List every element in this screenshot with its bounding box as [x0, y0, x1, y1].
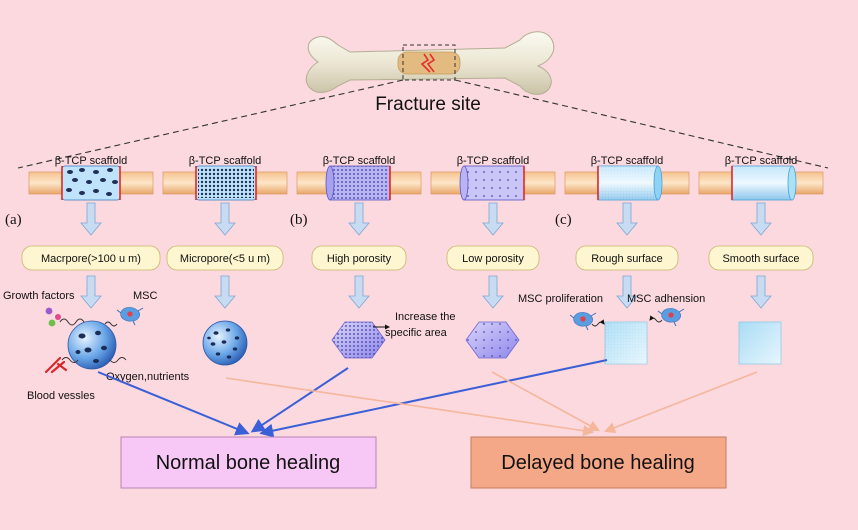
signal-wave-icon: [104, 321, 118, 327]
down-arrow-icon: [214, 275, 236, 309]
outcome-arrows: [97, 359, 758, 438]
signal-wave-icon: [109, 357, 127, 363]
property-pill-low-porosity: Low porosity: [446, 245, 540, 271]
scaffold-smooth-surface: [698, 165, 824, 201]
down-arrow-icon: [348, 202, 370, 236]
signal-wave-icon: [649, 315, 663, 323]
increase-area-label-line2: specific area: [385, 327, 448, 339]
scaffold-label-4: β-TCP scaffold: [457, 155, 530, 167]
arrow-rough-to-normal: [259, 359, 608, 438]
normal-bone-healing-box: Normal bone healing: [120, 436, 377, 489]
scaffold-high-porosity: [296, 165, 422, 201]
msc-label: MSC: [133, 290, 158, 302]
dashed-guide-right: [454, 79, 829, 169]
fracture-crack-icon: [420, 53, 431, 73]
property-pill-smooth-surface: Smooth surface: [708, 245, 814, 271]
growth-factor-molecule-icon: [48, 319, 56, 327]
delayed-bone-healing-box: Delayed bone healing: [470, 436, 727, 489]
scaffold-rough-surface: [564, 165, 690, 201]
down-arrow-icon: [348, 275, 370, 309]
panel-label-c: (c): [555, 212, 572, 228]
scaffold-micropore: [162, 165, 288, 201]
dashed-guide-left: [17, 79, 404, 169]
low-porosity-hexagon-icon: [465, 321, 520, 359]
svg-text:Micropore(<5 u m): Micropore(<5 u m): [180, 253, 270, 265]
property-pill-micropore: Micropore(<5 u m): [166, 245, 284, 271]
scaffold-label-1: β-TCP scaffold: [55, 155, 128, 167]
msc-cell-icon: [116, 306, 144, 326]
scaffold-label-3: β-TCP scaffold: [323, 155, 396, 167]
arrow-high-porosity-to-normal: [250, 367, 349, 433]
svg-text:High porosity: High porosity: [327, 253, 392, 265]
normal-bone-healing-label: Normal bone healing: [156, 452, 341, 474]
msc-proliferation-label: MSC proliferation: [518, 293, 603, 305]
arrow-macropore-to-normal: [97, 371, 250, 436]
smooth-surface-square-icon: [738, 321, 782, 365]
growth-factor-molecule-icon: [45, 307, 53, 315]
blood-vessel-icon: [44, 356, 79, 374]
down-arrow-icon: [214, 202, 236, 236]
msc-cell-icon: [569, 311, 597, 331]
panel-label-b: (b): [290, 212, 308, 228]
micropore-sphere-icon: [202, 320, 248, 366]
rough-surface-square-icon: [604, 321, 648, 365]
oxygen-nutrients-label: Oxygen,nutrients: [106, 371, 190, 383]
property-pill-high-porosity: High porosity: [311, 245, 407, 271]
down-arrow-icon: [80, 275, 102, 309]
scaffold-label-6: β-TCP scaffold: [725, 155, 798, 167]
fracture-site-label: Fracture site: [375, 94, 481, 115]
growth-factor-molecule-icon: [55, 314, 61, 320]
scaffold-macropore: [28, 165, 154, 201]
msc-cell-icon: [657, 307, 685, 327]
macropore-sphere-icon: [67, 320, 117, 370]
delayed-bone-healing-label: Delayed bone healing: [501, 452, 695, 474]
signal-wave-icon: [59, 318, 85, 326]
svg-text:Macrpore(>100 u m): Macrpore(>100 u m): [41, 253, 141, 265]
down-arrow-icon: [80, 202, 102, 236]
down-arrow-icon: [750, 202, 772, 236]
signal-wave-icon: [591, 319, 605, 327]
growth-factors-label: Growth factors: [3, 290, 75, 302]
svg-text:Rough surface: Rough surface: [591, 253, 663, 265]
fracture-selection-box: [402, 44, 456, 81]
panel-label-a: (a): [5, 212, 22, 228]
down-arrow-icon: [482, 202, 504, 236]
down-arrow-icon: [482, 275, 504, 309]
property-pill-macropore: Macrpore(>100 u m): [21, 245, 161, 271]
property-pill-rough-surface: Rough surface: [575, 245, 679, 271]
arrow-smooth-to-delayed: [603, 371, 758, 433]
bone-illustration: [305, 31, 555, 95]
arrow-micropore-to-delayed: [225, 377, 595, 437]
blood-vessels-label: Blood vessles: [27, 390, 95, 402]
arrow-low-porosity-to-delayed: [491, 371, 600, 432]
scaffold-label-5: β-TCP scaffold: [591, 155, 664, 167]
svg-text:Smooth surface: Smooth surface: [722, 253, 799, 265]
down-arrow-icon: [616, 202, 638, 236]
svg-text:Low porosity: Low porosity: [462, 253, 524, 265]
msc-adhension-label: MSC adhension: [627, 293, 705, 305]
increase-area-label-line1: Increase the: [395, 311, 456, 323]
scaffold-low-porosity: [430, 165, 556, 201]
down-arrow-icon: [750, 275, 772, 309]
scaffold-label-2: β-TCP scaffold: [189, 155, 262, 167]
high-porosity-hexagon-icon: [331, 321, 386, 359]
